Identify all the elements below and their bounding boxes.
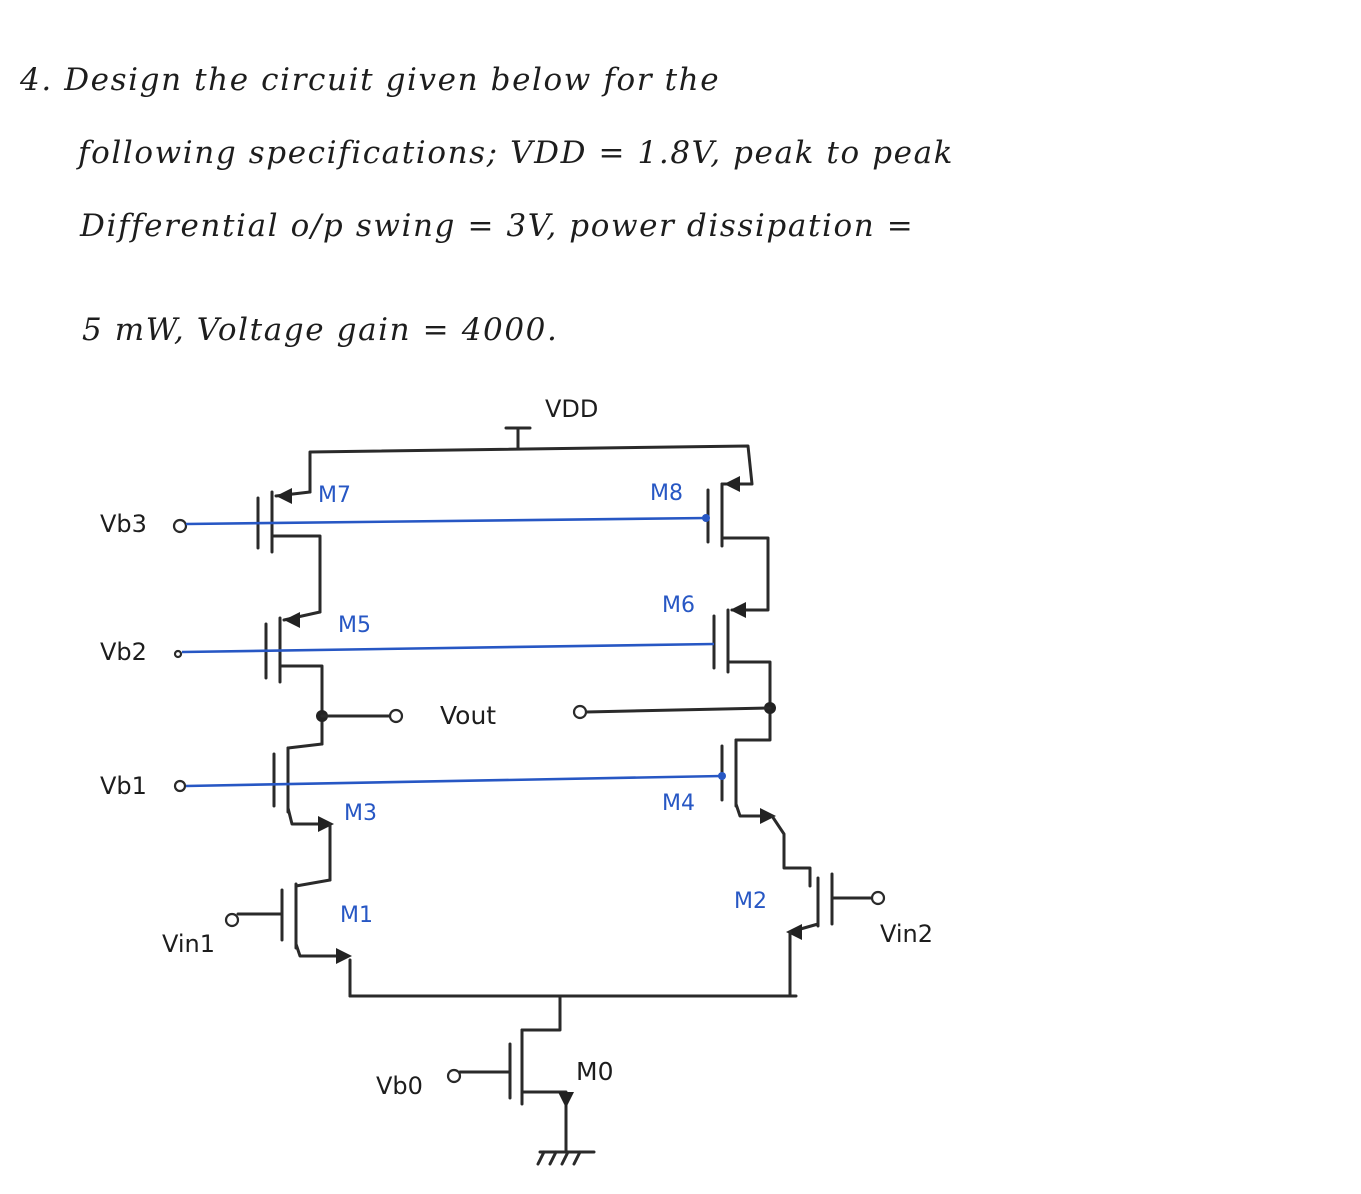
problem-line-1: 4. Design the circuit given below for th…	[20, 62, 721, 98]
vout-label: Vout	[440, 701, 496, 730]
bias-line-vb2: Vb2	[100, 638, 715, 666]
transistor-m7: M7	[256, 483, 351, 614]
vb3-terminal	[172, 518, 188, 534]
vb2-terminal	[173, 649, 183, 659]
m0-label: M0	[576, 1057, 613, 1086]
transistor-m0: Vb0 M0	[376, 1028, 613, 1152]
transistor-m4: M4	[662, 738, 812, 888]
vb2-label: Vb2	[100, 638, 147, 666]
vb0-label: Vb0	[376, 1072, 423, 1100]
vb0-terminal	[446, 1068, 462, 1084]
ground-symbol	[536, 1150, 596, 1166]
vb1-terminal	[173, 779, 187, 793]
vb3-label: Vb3	[100, 510, 147, 538]
transistor-m8: M8	[650, 476, 770, 612]
problem-line-2: following specifications; VDD = 1.8V, pe…	[78, 135, 955, 171]
m4-label: M4	[662, 791, 695, 816]
output-nodes: Vout	[316, 701, 776, 746]
m1-label: M1	[340, 903, 373, 928]
vout-right-terminal	[572, 704, 588, 720]
vout-left-terminal	[388, 708, 404, 724]
transistor-m2: M2 Vin2	[734, 872, 933, 998]
vb1-label: Vb1	[100, 772, 147, 800]
m3-label: M3	[344, 801, 377, 826]
problem-line-4: 5 mW, Voltage gain = 4000.	[82, 312, 559, 348]
m6-label: M6	[662, 593, 695, 618]
transistor-m1: M1 Vin1	[162, 878, 373, 998]
transistor-m5: M5	[264, 610, 371, 718]
vin2-label: Vin2	[880, 920, 933, 948]
tail-node	[348, 994, 798, 1032]
bias-line-vb1: Vb1	[100, 772, 726, 800]
vin2-terminal	[870, 890, 886, 906]
m2-label: M2	[734, 889, 767, 914]
vdd-supply: VDD	[504, 395, 598, 450]
m7-label: M7	[318, 483, 351, 508]
m8-label: M8	[650, 481, 683, 506]
problem-line-3: Differential o/p swing = 3V, power dissi…	[80, 208, 915, 244]
vdd-rail	[308, 444, 754, 494]
m5-label: M5	[338, 613, 371, 638]
vdd-label: VDD	[545, 395, 598, 423]
bias-line-vb3: Vb3	[100, 510, 710, 538]
vin1-label: Vin1	[162, 930, 215, 958]
transistor-m3: M3	[272, 742, 377, 882]
vin1-terminal	[224, 912, 240, 928]
transistor-m6: M6	[662, 593, 772, 742]
